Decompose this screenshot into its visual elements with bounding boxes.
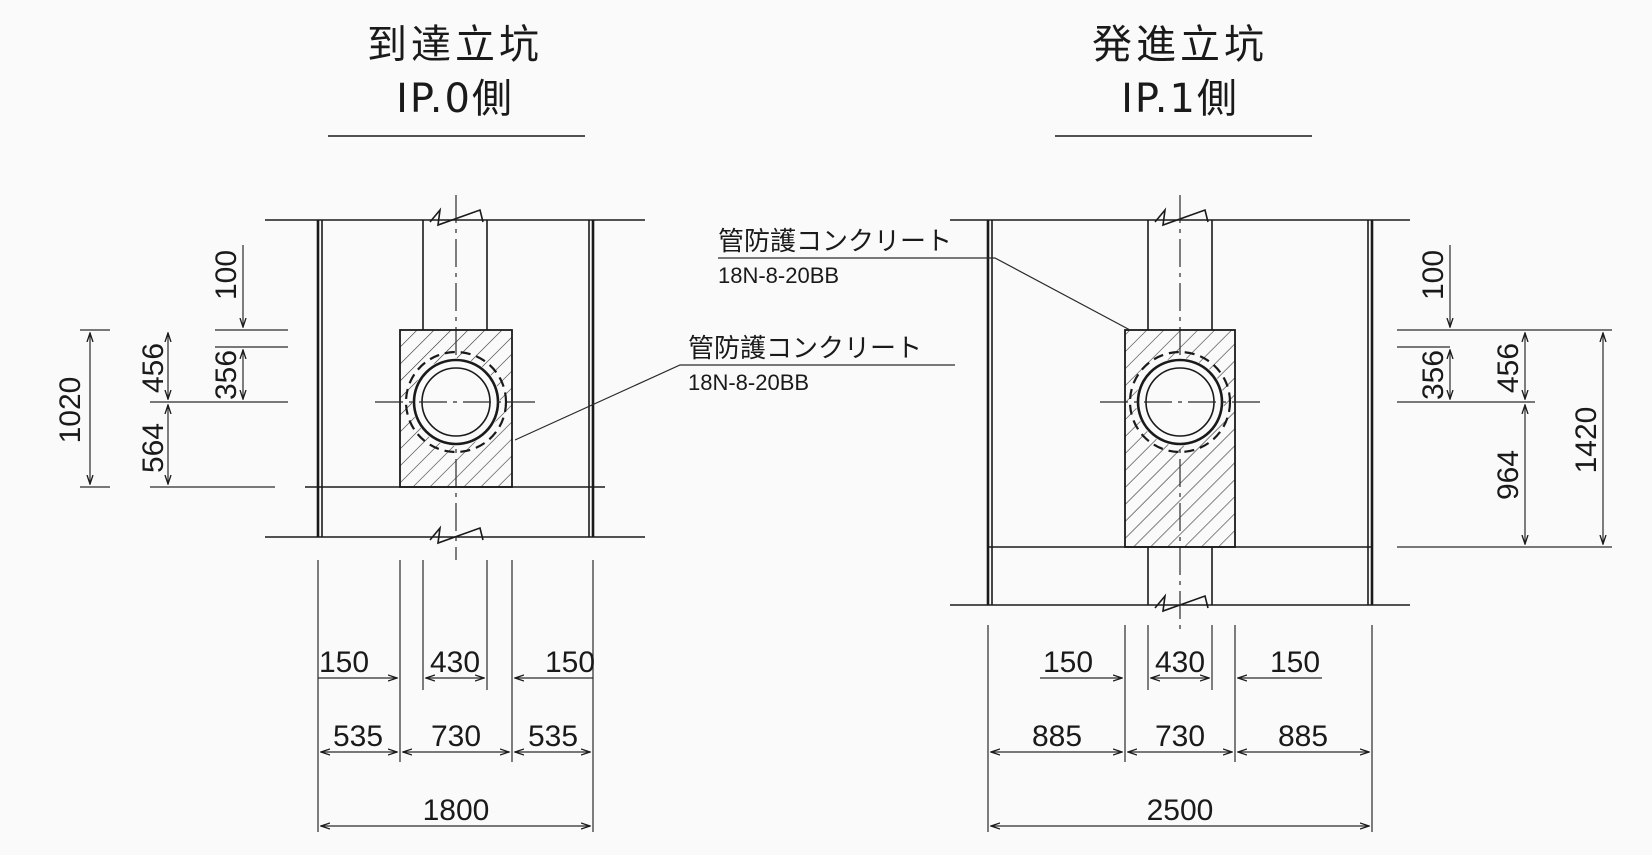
- right-dim-100: 100: [1417, 250, 1450, 300]
- left-pipe-dashed: [404, 350, 508, 454]
- right-dim-964: 964: [1492, 450, 1525, 500]
- right-vertical-dims: 100 356 456 964 1420: [1397, 245, 1612, 548]
- left-drawing: 到達立坑 IP.0側 管防護コンクリート 18N-8-20BB: [54, 22, 955, 832]
- right-dim-456: 456: [1492, 343, 1525, 393]
- left-label-leader: [514, 364, 955, 441]
- right-dim-730: 730: [1155, 720, 1205, 753]
- right-drawing: 発進立坑 IP.1側 管防護コンクリート 18N-8-20BB: [718, 22, 1612, 832]
- right-dim-1420: 1420: [1570, 407, 1603, 474]
- right-label-main: 管防護コンクリート: [718, 227, 952, 257]
- right-label-sub: 18N-8-20BB: [718, 263, 839, 288]
- right-dim-885a: 885: [1032, 720, 1082, 753]
- right-dim-150a: 150: [1043, 646, 1093, 679]
- left-break-bottom: [429, 525, 484, 545]
- left-dim-730: 730: [431, 720, 481, 753]
- left-dim-150b: 150: [545, 646, 595, 679]
- right-break-top: [1154, 207, 1209, 227]
- right-dim-885b: 885: [1278, 720, 1328, 753]
- left-vertical-dims: 1020 456 564 100 356: [54, 245, 288, 488]
- right-dim-150b: 150: [1270, 646, 1320, 679]
- left-label-main: 管防護コンクリート: [688, 334, 922, 364]
- right-subtitle: IP.1側: [1121, 76, 1239, 122]
- left-label-sub: 18N-8-20BB: [688, 370, 809, 395]
- right-dim-430: 430: [1155, 646, 1205, 679]
- left-dim-100: 100: [210, 250, 243, 300]
- right-label-leader: [718, 257, 1131, 331]
- left-dim-456: 456: [137, 343, 170, 393]
- left-dim-1020: 1020: [54, 377, 87, 444]
- left-dim-535b: 535: [528, 720, 578, 753]
- left-dim-564: 564: [137, 423, 170, 473]
- left-subtitle: IP.0側: [396, 76, 514, 122]
- left-dim-356: 356: [210, 350, 243, 400]
- right-title: 発進立坑: [1092, 22, 1268, 68]
- right-dim-356: 356: [1417, 350, 1450, 400]
- right-break-bottom: [1154, 593, 1209, 613]
- right-dim-2500: 2500: [1147, 794, 1214, 827]
- right-horizontal-dims: 150 430 150 885 730 885 2500: [987, 625, 1373, 832]
- left-dim-150a: 150: [319, 646, 369, 679]
- left-dim-535a: 535: [333, 720, 383, 753]
- left-horizontal-dims: 150 430 150 535 730 535 1800: [317, 560, 595, 832]
- left-dim-430: 430: [430, 646, 480, 679]
- right-pipe-dashed: [1128, 350, 1232, 454]
- left-dim-1800: 1800: [423, 794, 490, 827]
- left-title: 到達立坑: [367, 22, 543, 68]
- left-break-top: [429, 207, 484, 227]
